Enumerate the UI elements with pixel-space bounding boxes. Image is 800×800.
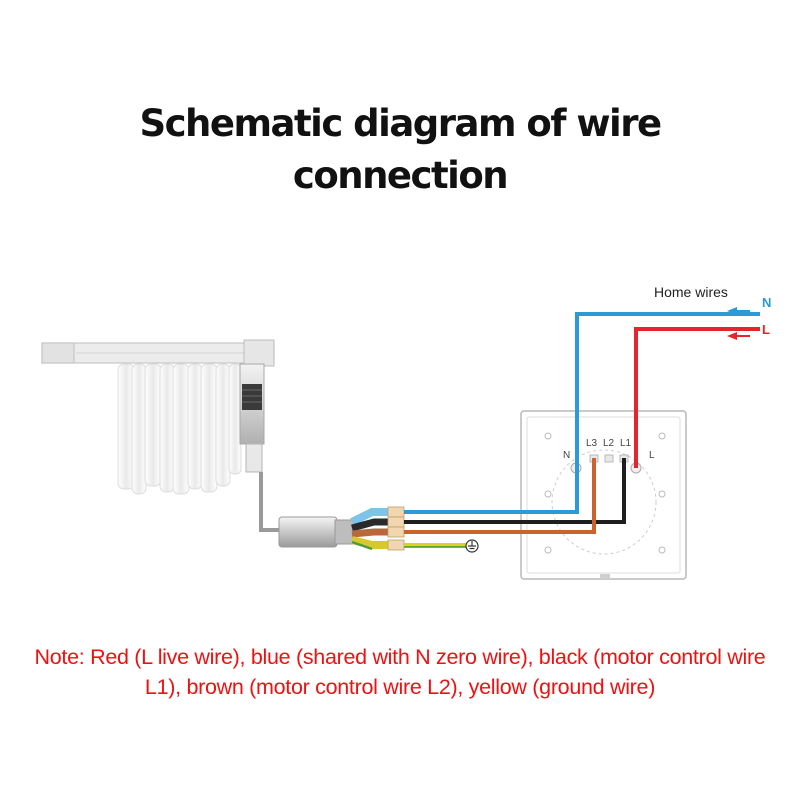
ground-symbol xyxy=(465,539,479,553)
curtain-fabric xyxy=(117,363,242,495)
terminal-label-l: L xyxy=(649,450,655,461)
black-l1-wire xyxy=(404,458,626,524)
terminal-label-n: N xyxy=(563,450,570,461)
home-l-label: L xyxy=(762,322,770,337)
home-n-arrow xyxy=(727,307,750,315)
home-wires-label: Home wires xyxy=(654,284,728,300)
curtain-motor-assembly xyxy=(41,339,275,495)
wire-color-note: Note: Red (L live wire), blue (shared wi… xyxy=(34,645,766,699)
home-n-label: N xyxy=(762,295,771,310)
terminal-label-l2: L2 xyxy=(603,438,615,449)
rail-end-cap xyxy=(243,339,275,367)
title-line-2: connection xyxy=(292,154,509,197)
title-line-1: Schematic diagram of wire xyxy=(139,102,662,145)
motor-band xyxy=(242,384,262,410)
red-live-wire xyxy=(634,327,760,468)
terminal-label-l3: L3 xyxy=(586,438,598,449)
blue-neutral-wire-motor xyxy=(404,468,579,514)
blue-neutral-wire-home xyxy=(575,312,760,468)
cable-junction xyxy=(278,506,405,551)
brown-l2-wire xyxy=(404,458,596,534)
terminal-label-l1: L1 xyxy=(620,438,632,449)
wall-switch-panel xyxy=(520,410,687,580)
home-l-arrow xyxy=(727,332,750,340)
diagram-title: Schematic diagram of wire connection xyxy=(0,98,800,202)
